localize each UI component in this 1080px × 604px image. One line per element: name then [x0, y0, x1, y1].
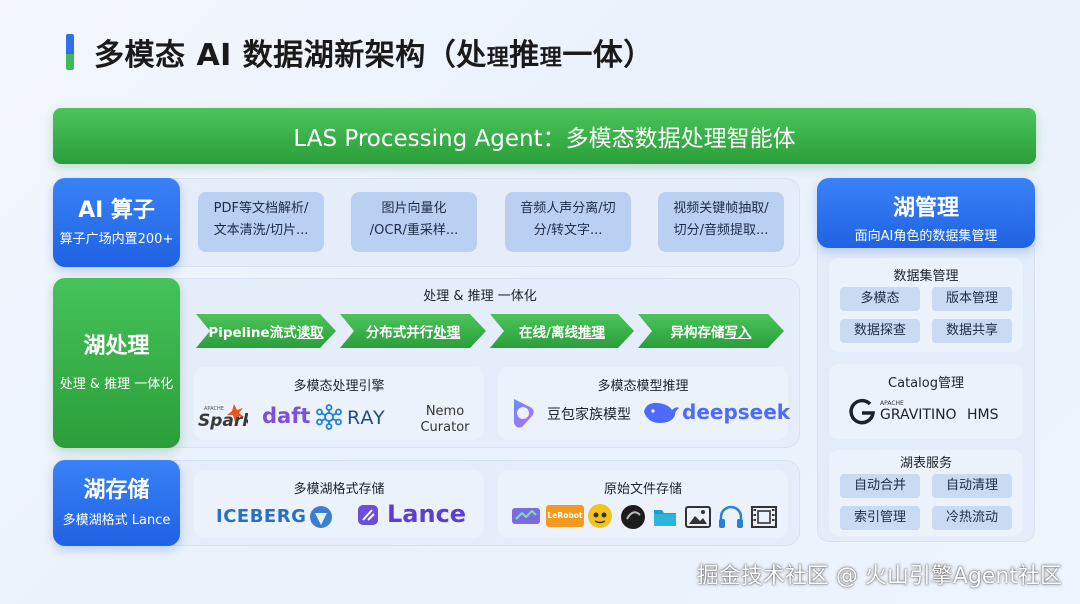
film-icon: [750, 504, 778, 530]
inference-box: [498, 367, 788, 440]
ray-logo-text: RAY: [347, 407, 386, 429]
chip-version-manage: 版本管理: [932, 287, 1012, 311]
lake-processing-label: 湖处理 处理 & 推理 一体化: [53, 278, 180, 448]
hms-logo-text: HMS: [967, 407, 999, 423]
robot-face-icon: [587, 503, 613, 529]
inference-caption: 多模态模型推理: [597, 379, 689, 394]
catalog-manage-caption: Catalog管理: [888, 376, 964, 391]
operator-card-audio: 音频人声分离/切分/转文字...: [505, 192, 631, 252]
deepseek-whale-icon: [642, 398, 680, 426]
format-storage-box: [194, 470, 484, 538]
lake-manage-title: 湖管理: [892, 196, 959, 221]
svg-text:APACHE: APACHE: [204, 406, 224, 412]
ai-operators-title: AI 算子: [78, 198, 155, 224]
chip-auto-merge: 自动合并: [840, 474, 920, 498]
iceberg-logo-text: ICEBERG: [216, 506, 307, 527]
agent-banner: LAS Processing Agent：多模态数据处理智能体: [53, 108, 1036, 164]
doubao-logo-text: 豆包家族模型: [547, 407, 631, 423]
chip-hot-cold-flow: 冷热流动: [932, 506, 1012, 530]
svg-text:Spark: Spark: [198, 411, 248, 431]
step-arrow-read: Pipeline流式读取: [196, 314, 336, 348]
gravitino-icon: [848, 398, 876, 426]
step-arrow-process: 分布式并行处理: [340, 314, 486, 348]
ai-operators-subtitle: 算子广场内置200+: [59, 231, 174, 247]
step-arrow-write: 异构存储写入: [638, 314, 784, 348]
raw-storage-caption: 原始文件存储: [603, 482, 682, 497]
page-title: 多模态 AI 数据湖新架构（处理推理一体）: [94, 38, 654, 73]
lance-logo-text: Lance: [387, 500, 467, 528]
lerobot-badge: LeRobot: [546, 505, 584, 527]
processing-caption: 处理 & 推理 一体化: [423, 289, 537, 304]
dataset-manage-caption: 数据集管理: [893, 269, 959, 284]
chip-data-share: 数据共享: [932, 319, 1012, 343]
lance-icon: [357, 504, 379, 526]
chip-index-manage: 索引管理: [840, 506, 920, 530]
engine-caption: 多模态处理引擎: [293, 379, 385, 394]
headphones-icon: [717, 504, 745, 530]
operator-card-document: PDF等文档解析/文本清洗/切片...: [198, 192, 324, 252]
daft-logo: daft: [262, 404, 311, 428]
deepseek-logo-text: deepseek: [682, 400, 791, 424]
lake-processing-title: 湖处理: [83, 334, 150, 360]
table-service-caption: 湖表服务: [899, 456, 952, 471]
chip-data-explore: 数据探查: [840, 319, 920, 343]
spark-logo: APACHE Spark: [196, 402, 255, 432]
folder-icon: [652, 504, 678, 530]
chip-auto-clean: 自动清理: [932, 474, 1012, 498]
engine-box: [194, 367, 484, 440]
dark-sphere-icon: [620, 504, 646, 530]
ray-icon: [316, 404, 342, 430]
format-storage-caption: 多模湖格式存储: [293, 482, 385, 497]
dataset-icon: [510, 505, 542, 527]
lake-storage-subtitle: 多模湖格式 Lance: [62, 512, 171, 528]
gravitino-logo-text: GRAVITINO: [880, 407, 957, 423]
lake-manage-subtitle: 面向AI角色的数据集管理: [854, 229, 998, 244]
title-accent-bar: [66, 34, 74, 70]
chip-multimodal: 多模态: [840, 287, 920, 311]
lake-storage-label: 湖存储 多模湖格式 Lance: [53, 460, 180, 546]
operator-card-video: 视频关键帧抽取/切分/音频提取...: [658, 192, 784, 252]
ai-operators-label: AI 算子 算子广场内置200+: [53, 178, 180, 267]
step-arrow-infer: 在线/离线推理: [490, 314, 634, 348]
iceberg-icon: [309, 505, 333, 529]
lake-storage-title: 湖存储: [83, 478, 150, 504]
doubao-icon: [508, 397, 538, 429]
lake-manage-header: 湖管理 面向AI角色的数据集管理: [817, 178, 1035, 248]
operator-card-image: 图片向量化/OCR/重采样...: [351, 192, 477, 252]
lake-processing-subtitle: 处理 & 推理 一体化: [59, 376, 174, 392]
watermark: 掘金技术社区 @ 火山引擎Agent社区: [696, 564, 1062, 589]
gravitino-apache: APACHE: [880, 400, 904, 407]
image-icon: [684, 504, 712, 530]
